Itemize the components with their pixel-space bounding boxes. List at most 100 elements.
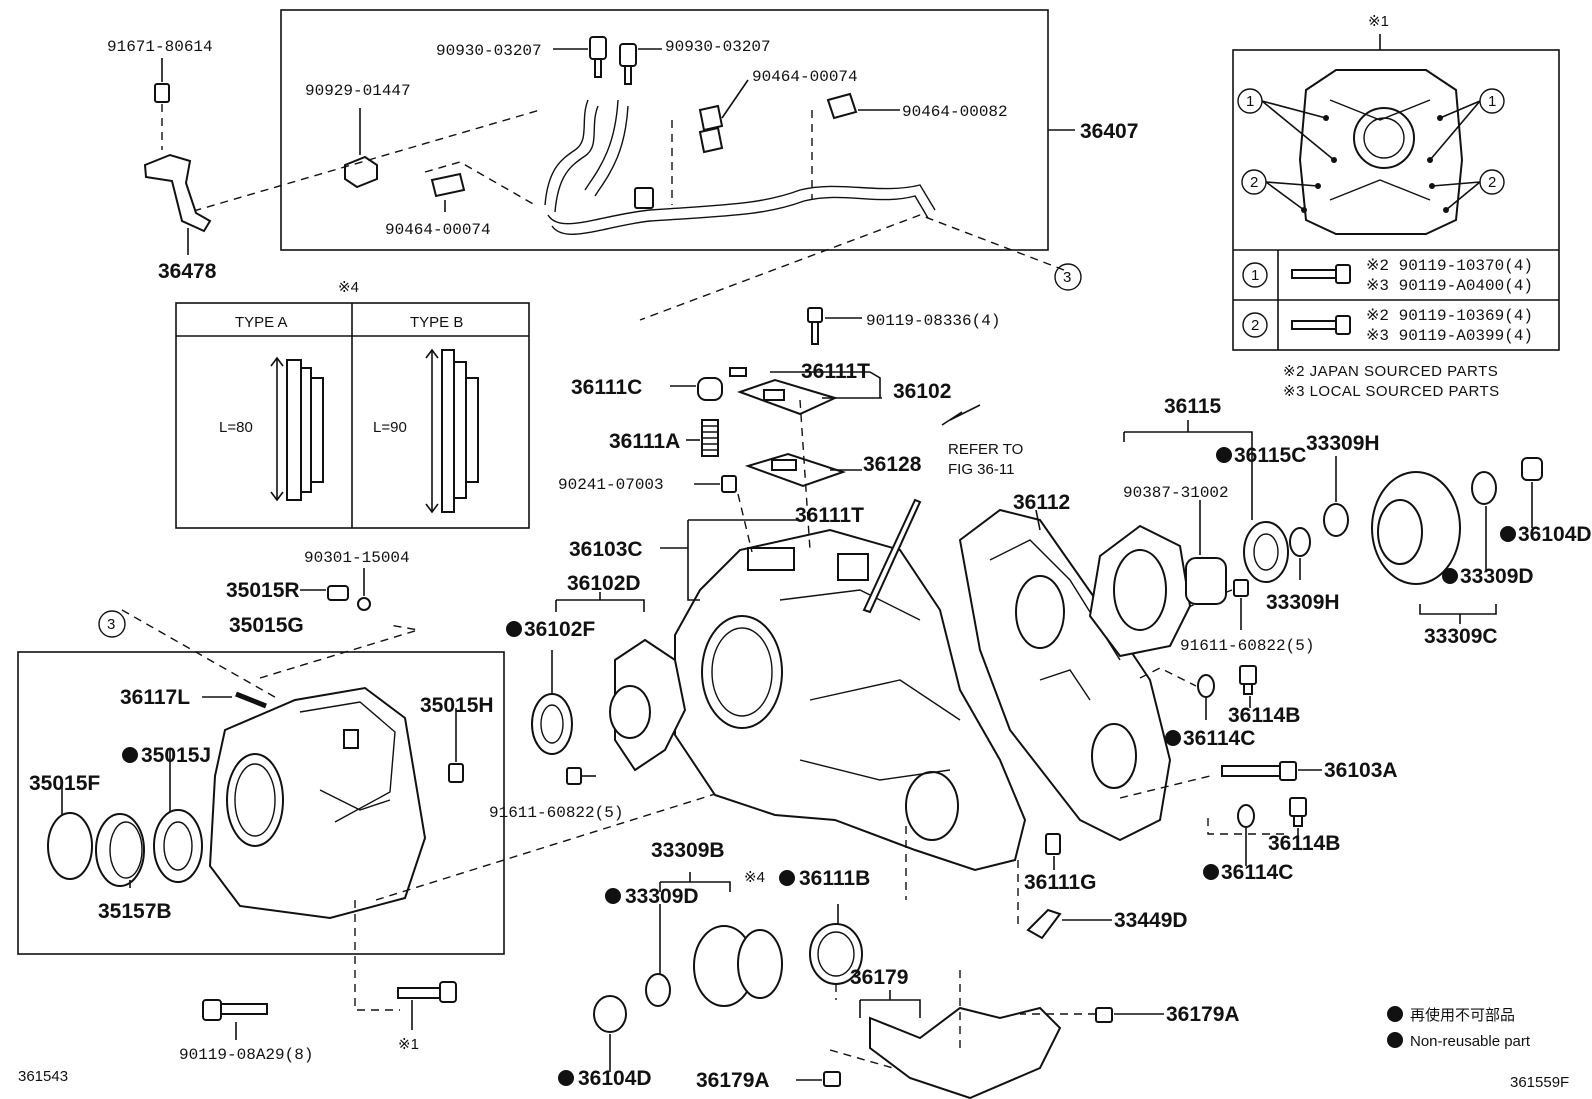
label-36104d-left: 36104D xyxy=(578,1067,652,1090)
label-35157b: 35157B xyxy=(98,900,172,923)
label-33309d-left: 33309D xyxy=(625,885,699,908)
label-90464-00074-a: 90464-00074 xyxy=(752,68,858,86)
inset-panel xyxy=(1232,34,1560,351)
label-36104d-right: 36104D xyxy=(1518,523,1592,546)
callout-3-left: 3 xyxy=(107,616,115,633)
inset-row2-line2: ※3 90119-A0399(4) xyxy=(1366,327,1533,345)
label-36114b-upper: 36114B xyxy=(1228,704,1300,727)
label-90930-03207-b: 90930-03207 xyxy=(665,38,771,56)
label-90119-08a29: 90119-08A29(8) xyxy=(179,1046,313,1064)
label-36179a-right: 36179A xyxy=(1166,1003,1240,1026)
label-36112: 36112 xyxy=(1013,491,1070,514)
refer-to-line2: FIG 36-11 xyxy=(948,461,1014,478)
label-36103a: 36103A xyxy=(1324,759,1398,782)
type-a-header: TYPE A xyxy=(235,314,288,331)
inset-row2-line1: ※2 90119-10369(4) xyxy=(1366,307,1533,325)
inset-callout-1b: 1 xyxy=(1488,93,1496,110)
label-33309b: 33309B xyxy=(651,839,725,862)
label-90464-00074-b: 90464-00074 xyxy=(385,221,491,239)
flange-33309c xyxy=(1371,457,1543,624)
type-box-ref-mark: ※4 xyxy=(338,279,359,296)
inset-row2-callout: 2 xyxy=(1251,317,1259,334)
legend-jp: 再使用不可部品 xyxy=(1410,1007,1515,1024)
label-35015f: 35015F xyxy=(29,772,100,795)
label-90929-01447: 90929-01447 xyxy=(305,82,411,100)
type-b-length: L=90 xyxy=(373,419,407,436)
label-36111t-mid: 36111T xyxy=(795,504,864,527)
transfer-case-36103c xyxy=(660,519,1027,872)
legend-dots xyxy=(1387,1006,1403,1048)
label-36111b: 36111B xyxy=(799,867,870,890)
label-36114c-lower: 36114C xyxy=(1221,861,1293,884)
note-japan-sourced: ※2 JAPAN SOURCED PARTS xyxy=(1283,363,1498,380)
bracket-36478 xyxy=(143,58,212,255)
inset-callout-2b: 2 xyxy=(1488,174,1496,191)
label-36114c-upper: 36114C xyxy=(1183,727,1255,750)
inset-row1-line2: ※3 90119-A0400(4) xyxy=(1366,277,1533,295)
label-90930-03207-a: 90930-03207 xyxy=(436,42,542,60)
label-33449d: 33449D xyxy=(1114,909,1188,932)
inset-row1-callout: 1 xyxy=(1251,267,1259,284)
label-35015r: 35015R xyxy=(226,579,300,602)
ref-mark-1-bottom: ※1 xyxy=(398,1036,419,1053)
legend-en: Non-reusable part xyxy=(1410,1033,1531,1050)
label-33309h-top: 33309H xyxy=(1306,432,1380,455)
figure-id-right: 361559F xyxy=(1510,1074,1569,1091)
protector-36179 xyxy=(796,970,1164,1099)
label-90387-31002: 90387-31002 xyxy=(1123,484,1229,502)
refer-to-line1: REFER TO xyxy=(948,441,1023,458)
figure-id-left: 361543 xyxy=(18,1068,68,1085)
label-36111t-top: 36111T xyxy=(801,360,870,383)
type-variant-box xyxy=(175,302,530,529)
label-36111c: 36111C xyxy=(571,376,642,399)
inset-callout-1a: 1 xyxy=(1246,93,1254,110)
inset-ref-mark: ※1 xyxy=(1368,13,1389,30)
label-35015h: 35015H xyxy=(420,694,494,717)
inset-row1-line1: ※2 90119-10370(4) xyxy=(1366,257,1533,275)
label-36407: 36407 xyxy=(1080,120,1138,143)
part-labels: 91671-80614 36478 90930-03207 90930-0320… xyxy=(18,13,1592,1092)
label-33309h-bottom: 33309H xyxy=(1266,591,1340,614)
rear-case-36112 xyxy=(958,508,1172,842)
label-36179a-bottom: 36179A xyxy=(696,1069,770,1092)
callout-3-markers xyxy=(98,263,1082,638)
label-33309c: 33309C xyxy=(1424,625,1498,648)
type-b-header: TYPE B xyxy=(410,314,463,331)
label-36102f: 36102F xyxy=(524,618,595,641)
cover-plate-36102 xyxy=(670,307,981,614)
label-91611-60822-mid: 91611-60822(5) xyxy=(489,804,623,822)
label-35015j: 35015J xyxy=(141,744,211,767)
label-91611-60822-right: 91611-60822(5) xyxy=(1180,637,1314,655)
label-36114b-lower: 36114B xyxy=(1268,832,1340,855)
label-36115: 36115 xyxy=(1164,395,1222,418)
label-90301-15004: 90301-15004 xyxy=(304,549,410,567)
label-33309d-right: 33309D xyxy=(1460,565,1534,588)
label-91671-80614: 91671-80614 xyxy=(107,38,213,56)
inset-callout-2a: 2 xyxy=(1250,174,1258,191)
sensor-bracket-33449d xyxy=(1017,833,1112,940)
label-36478: 36478 xyxy=(158,260,217,283)
label-36117l: 36117L xyxy=(120,686,190,709)
type-a-length: L=80 xyxy=(219,419,253,436)
label-90241-07003: 90241-07003 xyxy=(558,476,664,494)
non-reusable-markers xyxy=(122,447,1516,1086)
note-local-sourced: ※3 LOCAL SOURCED PARTS xyxy=(1283,383,1500,400)
label-36111a: 36111A xyxy=(609,430,680,453)
seal-group-36102d xyxy=(531,592,687,785)
breather-hose-assembly-box xyxy=(179,9,1075,321)
label-36111g: 36111G xyxy=(1024,871,1096,894)
flange-33309b xyxy=(593,826,907,1072)
label-36102: 36102 xyxy=(893,380,951,403)
plug-and-gasket xyxy=(300,568,371,611)
right-side-fasteners xyxy=(1119,579,1322,866)
bearing-retainer-36115 xyxy=(1088,420,1349,658)
label-35015g: 35015G xyxy=(229,614,304,637)
callout-3-top: 3 xyxy=(1063,269,1071,286)
label-36115c: 36115C xyxy=(1234,444,1306,467)
extension-housing-box xyxy=(17,609,761,1011)
bolt-90119-08a29 xyxy=(202,981,457,1040)
label-90119-08336: 90119-08336(4) xyxy=(866,312,1000,330)
ref-mark-4-inline: ※4 xyxy=(744,869,765,886)
